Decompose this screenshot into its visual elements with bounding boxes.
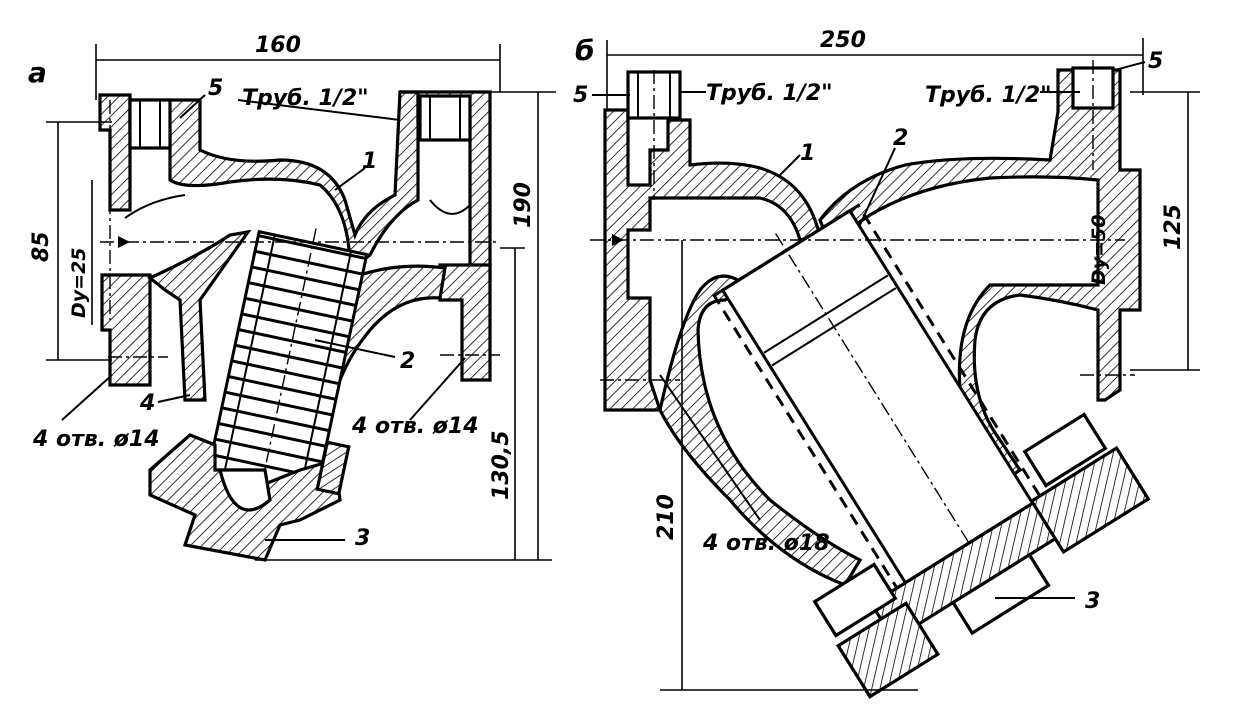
view-b-bolts (812, 412, 1151, 699)
view-b-lower-dimension: 210 (654, 240, 918, 691)
view-b-holes: 4 отв. ø18 (702, 531, 830, 556)
view-b-right-dimension: 125 (1130, 91, 1200, 371)
view-b-height-value: 125 (1161, 204, 1186, 250)
view-b: б 250 (573, 28, 1200, 699)
view-b-callouts: 5 Труб. 1/2" Труб. 1/2" 5 1 2 3 4 отв. ø… (573, 49, 1163, 614)
view-a: a 160 (28, 33, 556, 562)
view-a-callout-2: 2 (400, 349, 415, 374)
view-a-callout-4: 4 (139, 391, 155, 416)
view-a-right-dimensions: 190 130,5 (255, 91, 556, 561)
view-a-pipe-label: Труб. 1/2" (242, 86, 369, 111)
view-b-callout-5-left: 5 (573, 83, 588, 108)
view-a-width-value: 160 (255, 33, 301, 58)
view-a-holes-left: 4 отв. ø14 (32, 427, 160, 452)
view-b-lower-value: 210 (654, 494, 679, 540)
view-b-pipe-label-right: Труб. 1/2" (925, 83, 1052, 108)
view-a-left-dimension: 85 Dу=25 (29, 121, 112, 361)
view-a-callout-1: 1 (362, 149, 377, 174)
view-b-width-value: 250 (820, 28, 866, 53)
view-a-lower-value: 130,5 (489, 430, 514, 500)
view-a-callout-3: 3 (355, 526, 370, 551)
view-b-callout-1: 1 (800, 141, 815, 166)
view-b-letter: б (575, 34, 595, 67)
view-a-letter: a (28, 56, 47, 89)
view-a-width-dimension: 160 (95, 33, 501, 100)
view-a-left-value: 85 (29, 231, 54, 262)
view-a-body (98, 90, 500, 562)
view-b-callout-5-right: 5 (1148, 49, 1163, 74)
view-a-height-value: 190 (511, 182, 536, 228)
view-b-callout-2: 2 (893, 126, 908, 151)
view-b-pipe-label-left: Труб. 1/2" (706, 81, 833, 106)
view-b-dn-label: Dу=50 (1088, 214, 1110, 285)
view-a-dn-label: Dу=25 (68, 247, 90, 318)
view-a-callout-5: 5 (208, 76, 223, 101)
view-b-body: Dу=50 (590, 60, 1151, 699)
view-a-holes-right: 4 отв. ø14 (351, 414, 479, 439)
view-b-callout-3: 3 (1085, 589, 1100, 614)
view-a-callouts: 5 Труб. 1/2" 1 2 3 4 4 отв. ø14 4 отв. ø… (32, 76, 479, 551)
view-a-plug (148, 433, 351, 562)
